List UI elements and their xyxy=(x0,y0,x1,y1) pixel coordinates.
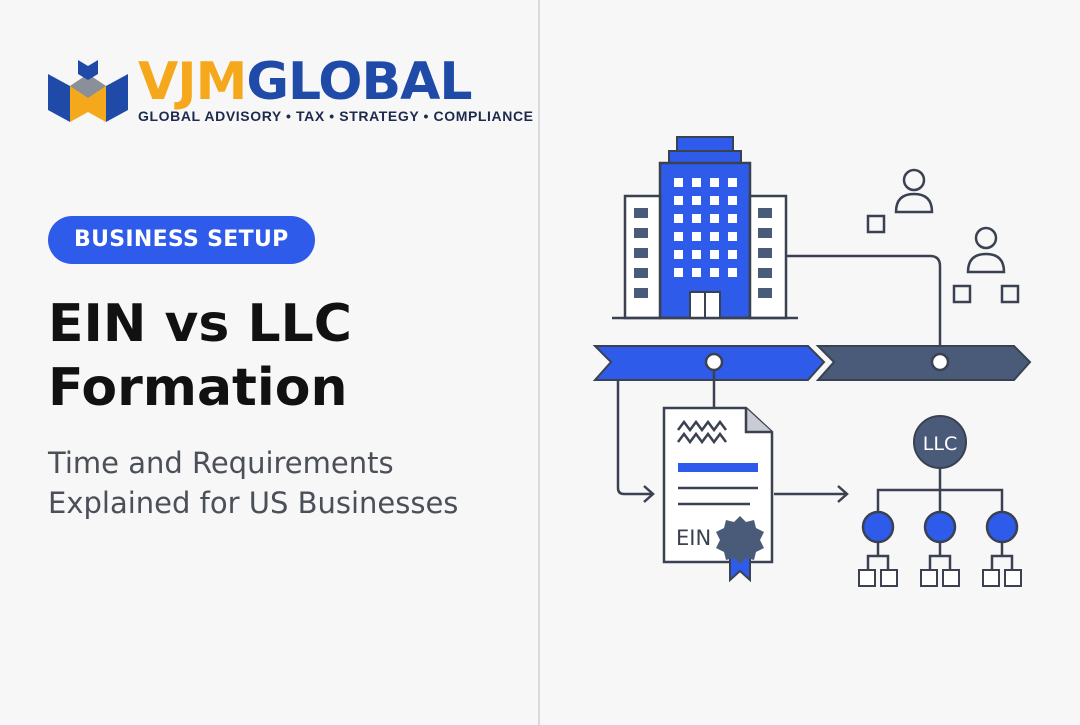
document-label: EIN xyxy=(676,526,711,550)
org-chart-icon: LLC xyxy=(858,415,1022,587)
brand-logo: VJMGLOBAL GLOBAL ADVISORY • TAX • STRATE… xyxy=(48,54,533,128)
brand-name-vjm: VJM xyxy=(138,52,247,112)
ribbon-seal-icon xyxy=(716,516,764,583)
panel-divider xyxy=(538,0,540,725)
person-icon xyxy=(952,226,1020,304)
connector-arrow xyxy=(616,380,652,496)
connector-line xyxy=(786,254,942,362)
page-subtitle: Time and Requirements Explained for US B… xyxy=(48,443,518,523)
subtitle-line-1: Time and Requirements xyxy=(48,446,394,480)
logo-mark-icon xyxy=(48,60,128,122)
left-panel: VJMGLOBAL GLOBAL ADVISORY • TAX • STRATE… xyxy=(0,0,538,725)
subtitle-line-2: Explained for US Businesses xyxy=(48,486,459,520)
title-line-2: Formation xyxy=(48,358,348,418)
right-panel: EIN LLC xyxy=(540,0,1080,725)
brand-tagline: GLOBAL ADVISORY • TAX • STRATEGY • COMPL… xyxy=(138,108,534,124)
person-icon xyxy=(866,168,934,234)
timeline-arrow-icon xyxy=(592,345,1032,381)
brand-wordmark: VJMGLOBAL xyxy=(138,52,473,112)
page-title: EIN vs LLC Formation xyxy=(48,292,518,420)
title-line-1: EIN vs LLC xyxy=(48,294,352,354)
category-badge: BUSINESS SETUP xyxy=(48,216,315,264)
brand-name-global: GLOBAL xyxy=(246,52,472,112)
org-label: LLC xyxy=(923,433,957,455)
office-building-icon xyxy=(612,136,798,320)
business-setup-illustration: EIN LLC xyxy=(592,136,1032,587)
